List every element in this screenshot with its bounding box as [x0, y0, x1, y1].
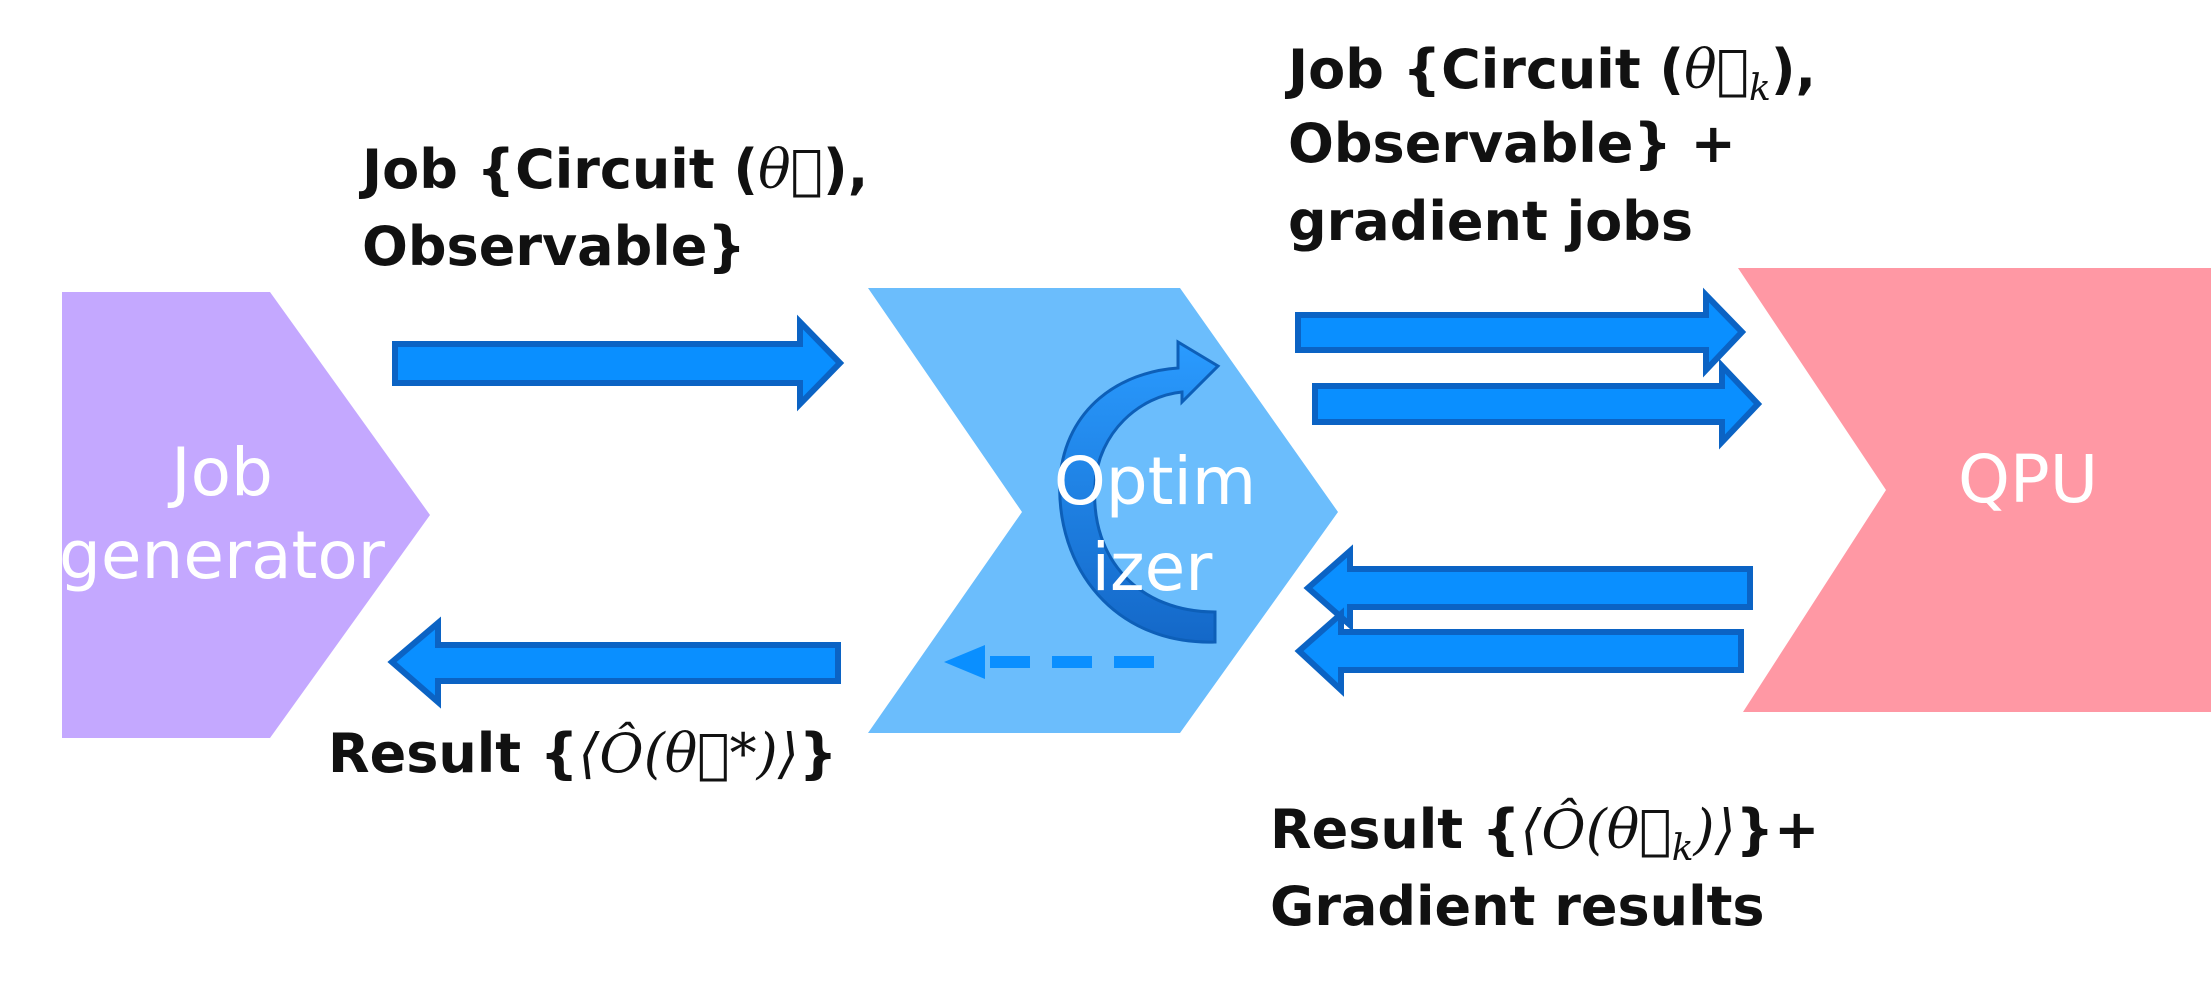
- edge-label-optimizer-to-qpu-line1: Job {Circuit (θ⃗k),: [1284, 38, 1816, 109]
- edge-label-optimizer-to-qpu-line3: gradient jobs: [1288, 190, 1693, 253]
- optimizer-loop-arrow-icon: [1058, 339, 1221, 644]
- arrow-qpu-to-optimizer-2: [1294, 607, 1744, 697]
- optimizer-label-line2: izer: [1092, 529, 1214, 606]
- job-generator-label-line2: generator: [59, 517, 386, 594]
- edge-label-qpu-to-optimizer-line1: Result {⟨Ô(θ⃗k)⟩}+: [1270, 797, 1819, 869]
- optimizer-label-line1: Optim: [1054, 443, 1256, 520]
- qpu-shape: [1738, 268, 2211, 712]
- arrow-qpu-to-optimizer-1: [1303, 544, 1753, 632]
- optimizer-shape: [868, 288, 1338, 733]
- qpu-label: QPU: [1958, 441, 2098, 518]
- edge-label-job-to-optimizer-line1: Job {Circuit (θ⃗),: [358, 138, 868, 201]
- job-generator-label-line1: Job: [167, 434, 273, 511]
- optimizer-internal-dashed-arrow: [944, 645, 1165, 679]
- edge-label-optimizer-to-job: Result {⟨Ô(θ⃗*)⟩}: [328, 721, 837, 785]
- edge-label-optimizer-to-qpu-line2: Observable} +: [1288, 112, 1736, 175]
- edge-label-qpu-to-optimizer-line2: Gradient results: [1270, 875, 1765, 938]
- arrow-optimizer-to-job: [387, 616, 841, 709]
- edge-label-job-to-optimizer-line2: Observable}: [362, 215, 746, 278]
- arrow-optimizer-to-qpu-1: [1295, 287, 1747, 378]
- arrow-optimizer-to-qpu-2: [1312, 358, 1763, 450]
- arrow-job-to-optimizer: [392, 314, 845, 412]
- job-generator-shape: [62, 292, 430, 738]
